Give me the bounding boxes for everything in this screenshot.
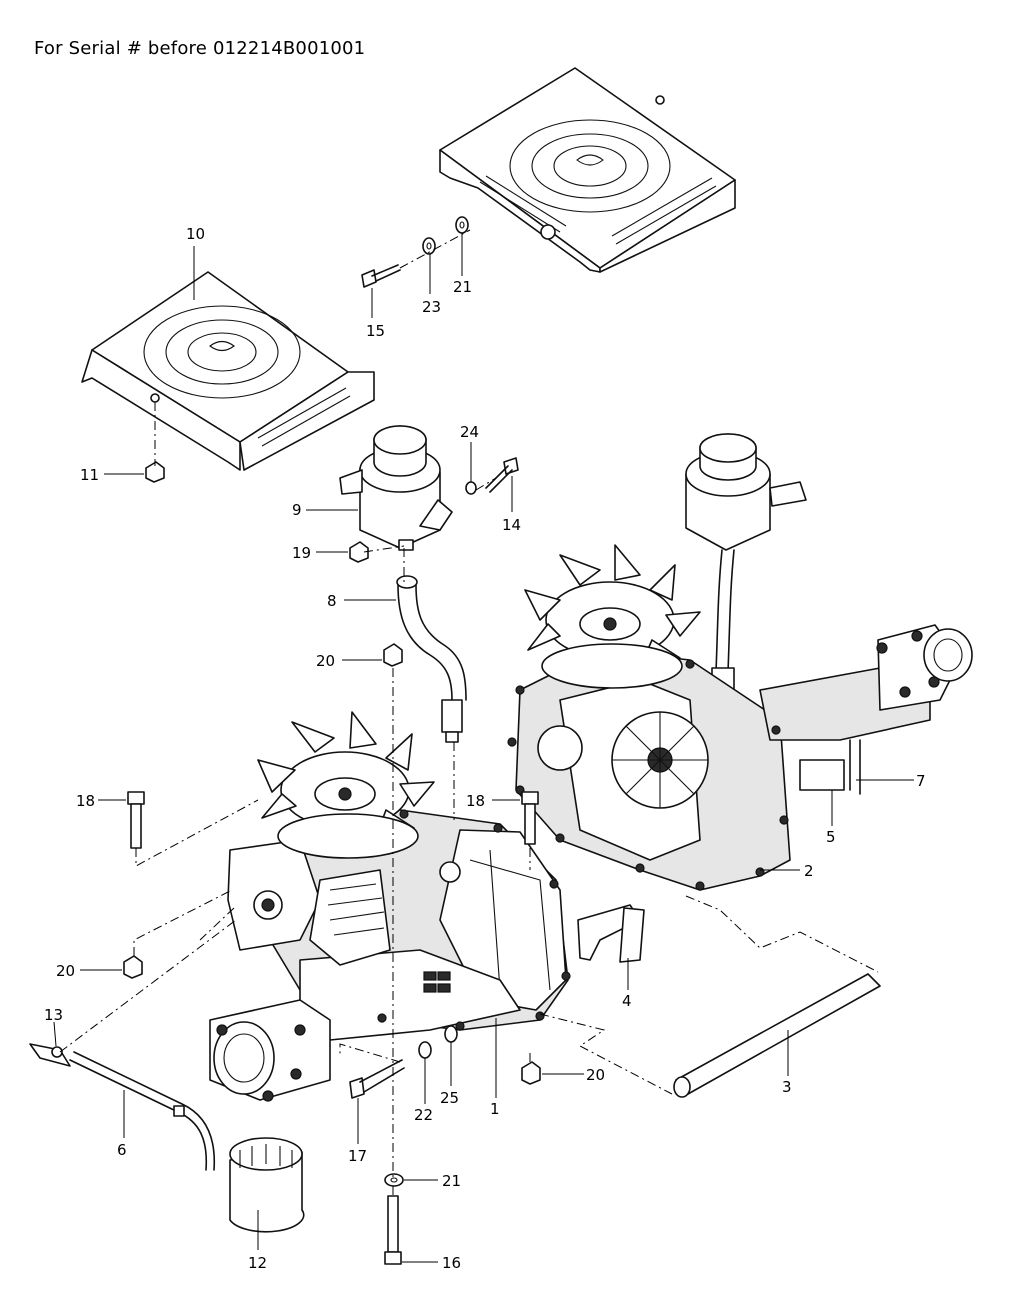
tube <box>673 973 881 1098</box>
assembly-lines <box>59 229 879 1196</box>
callout-7: 7 <box>916 772 926 790</box>
diagram-heading: For Serial # before 012214B001001 <box>34 38 366 59</box>
oil-filter <box>229 1137 305 1233</box>
callout-21-bottom: 21 <box>442 1172 461 1190</box>
callout-17: 17 <box>348 1147 367 1165</box>
heat-shield-left <box>81 271 375 471</box>
callout-21-top: 21 <box>453 278 472 296</box>
callout-3: 3 <box>782 1078 792 1096</box>
callout-19: 19 <box>292 544 311 562</box>
callout-25: 25 <box>440 1089 459 1107</box>
callout-20-top: 20 <box>316 652 335 670</box>
callout-20-right: 20 <box>586 1066 605 1084</box>
callout-20-left: 20 <box>56 962 75 980</box>
callout-23: 23 <box>422 298 441 316</box>
callout-13: 13 <box>44 1006 63 1024</box>
hose <box>396 575 467 743</box>
callout-5: 5 <box>826 828 836 846</box>
callout-labels: 10 15 23 21 11 24 14 9 19 8 20 18 18 7 5… <box>44 225 926 1272</box>
callout-24: 24 <box>460 423 479 441</box>
callout-4: 4 <box>622 992 632 1010</box>
fan-left <box>257 711 435 859</box>
callout-10: 10 <box>186 225 205 243</box>
callout-12: 12 <box>248 1254 267 1272</box>
rod <box>29 1043 216 1171</box>
callout-15: 15 <box>366 322 385 340</box>
callout-1: 1 <box>490 1100 500 1118</box>
callout-18-left: 18 <box>76 792 95 810</box>
callout-18-mid: 18 <box>466 792 485 810</box>
callout-14: 14 <box>502 516 521 534</box>
callout-8: 8 <box>327 592 337 610</box>
fan-right <box>524 544 701 689</box>
callout-11: 11 <box>80 466 99 484</box>
callout-9: 9 <box>292 501 302 519</box>
callout-2: 2 <box>804 862 814 880</box>
callout-6: 6 <box>117 1141 127 1159</box>
callout-16: 16 <box>442 1254 461 1272</box>
fasteners <box>123 216 541 1265</box>
heat-shield-right <box>439 67 736 273</box>
leader-lines <box>53 233 914 1263</box>
transaxle-right <box>507 624 973 891</box>
transaxle-left <box>209 809 645 1102</box>
reservoir-right <box>685 433 807 699</box>
callout-22: 22 <box>414 1106 433 1124</box>
reservoir-left <box>339 425 453 551</box>
